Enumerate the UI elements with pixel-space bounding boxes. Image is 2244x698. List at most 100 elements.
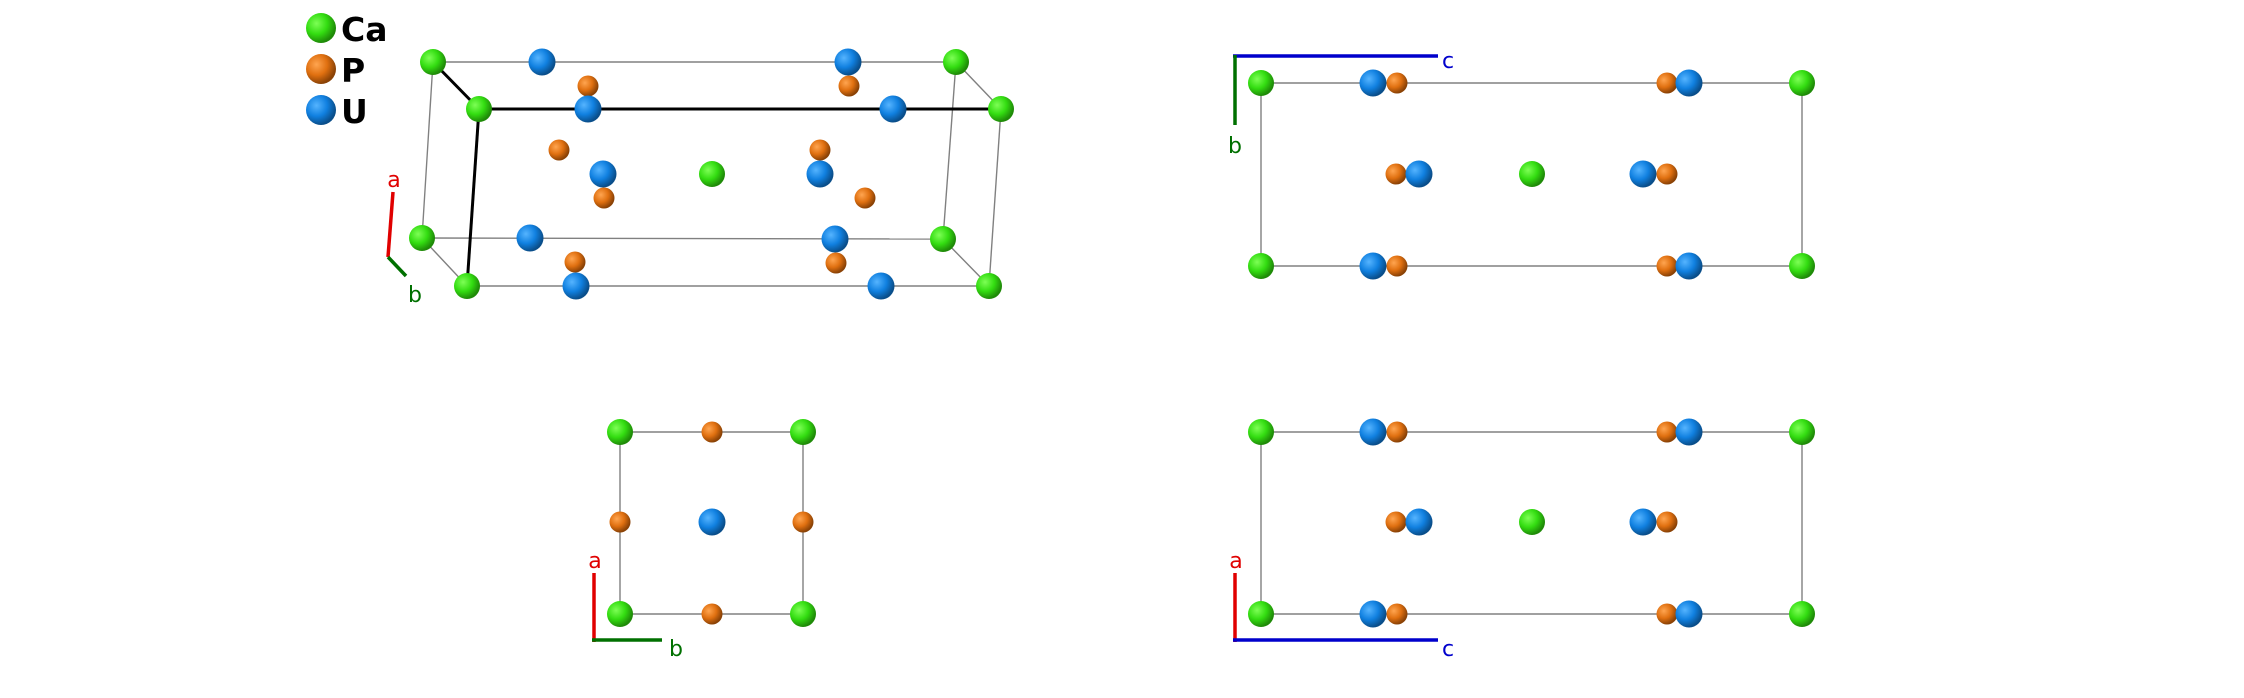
atom-u [1359, 418, 1387, 446]
atom-u [516, 224, 544, 252]
panel-view-along-b: a c [1229, 418, 1815, 662]
atom-u [1675, 252, 1703, 280]
atom-ca [1789, 419, 1815, 445]
atom-u [879, 95, 907, 123]
atom-u [1359, 252, 1387, 280]
atom-p [1385, 511, 1407, 533]
atom-p [1656, 255, 1678, 277]
atom-ca [607, 601, 633, 627]
p-sphere-icon [306, 54, 336, 84]
atom-p [809, 139, 831, 161]
legend: Ca P U [306, 10, 388, 131]
legend-item-u: U [306, 92, 368, 131]
atom-ca [1519, 161, 1545, 187]
atoms [607, 419, 816, 627]
atom-ca [976, 273, 1002, 299]
atom-p [577, 75, 599, 97]
atom-p [701, 421, 723, 443]
axis-c-label: c [1442, 637, 1454, 662]
panel-perspective-view: a b [386, 48, 1014, 308]
atom-p [854, 187, 876, 209]
atom-ca [1248, 253, 1274, 279]
atom-u [834, 48, 862, 76]
cell-edge [988, 108, 1002, 287]
atom-u [1405, 160, 1433, 188]
axis-b-label: b [1228, 134, 1242, 159]
atom-p [825, 252, 847, 274]
atom-p [1386, 255, 1408, 277]
atom-p [1386, 72, 1408, 94]
unit-cell-edges [1260, 431, 1803, 615]
atom-p [1656, 72, 1678, 94]
atom-ca [1519, 509, 1545, 535]
panel-view-along-c: a b [588, 419, 816, 662]
atom-u [1359, 69, 1387, 97]
atoms [409, 48, 1014, 300]
atom-ca [1248, 70, 1274, 96]
atom-p [564, 251, 586, 273]
atom-p [593, 187, 615, 209]
atom-ca [699, 161, 725, 187]
atom-p [609, 511, 631, 533]
legend-item-p: P [306, 51, 365, 90]
legend-item-ca: Ca [306, 10, 388, 49]
axis-triad: a c [1229, 549, 1454, 662]
atom-ca [1248, 419, 1274, 445]
cell-edge-highlight [465, 108, 481, 287]
axis-a-line [386, 191, 395, 258]
axis-triad: a b [386, 168, 422, 308]
atom-ca [988, 96, 1014, 122]
axis-c-label: c [1442, 49, 1454, 74]
atom-p [1385, 163, 1407, 185]
atom-p [1386, 421, 1408, 443]
atom-ca [1789, 253, 1815, 279]
atom-ca [420, 49, 446, 75]
atom-u [1675, 600, 1703, 628]
atom-u [1405, 508, 1433, 536]
axis-a-label: a [1229, 549, 1242, 574]
atom-u [528, 48, 556, 76]
atom-p [1656, 603, 1678, 625]
atom-u [1629, 160, 1657, 188]
axis-b-label: b [408, 283, 422, 308]
atom-p [701, 603, 723, 625]
atom-p [838, 75, 860, 97]
axis-b-line [386, 255, 408, 278]
legend-label-ca: Ca [341, 10, 388, 49]
atom-u [698, 508, 726, 536]
atoms [1248, 69, 1815, 280]
atom-ca [1789, 70, 1815, 96]
unit-cell-edges [1260, 82, 1803, 267]
atom-p [1656, 511, 1678, 533]
atom-ca [466, 96, 492, 122]
atom-u [574, 95, 602, 123]
atom-ca [1789, 601, 1815, 627]
atom-u [1675, 418, 1703, 446]
cell-edge [421, 61, 434, 239]
atom-p [792, 511, 814, 533]
panel-view-along-a: c b [1228, 49, 1815, 280]
atom-ca [930, 226, 956, 252]
atom-ca [607, 419, 633, 445]
axis-b-label: b [669, 637, 683, 662]
atoms [1248, 418, 1815, 628]
atom-u [1629, 508, 1657, 536]
atom-p [1656, 163, 1678, 185]
atom-u [821, 225, 849, 253]
axis-triad: c b [1228, 49, 1454, 159]
atom-ca [790, 601, 816, 627]
axis-a-label: a [588, 549, 601, 574]
legend-label-p: P [341, 51, 365, 90]
atom-ca [790, 419, 816, 445]
atom-p [1656, 421, 1678, 443]
cell-edge [942, 61, 957, 240]
atom-p [548, 139, 570, 161]
atom-ca [1248, 601, 1274, 627]
atom-p [1386, 603, 1408, 625]
atom-u [1675, 69, 1703, 97]
axis-triad: a b [588, 549, 683, 662]
atom-ca [943, 49, 969, 75]
atom-ca [454, 273, 480, 299]
atom-u [806, 160, 834, 188]
